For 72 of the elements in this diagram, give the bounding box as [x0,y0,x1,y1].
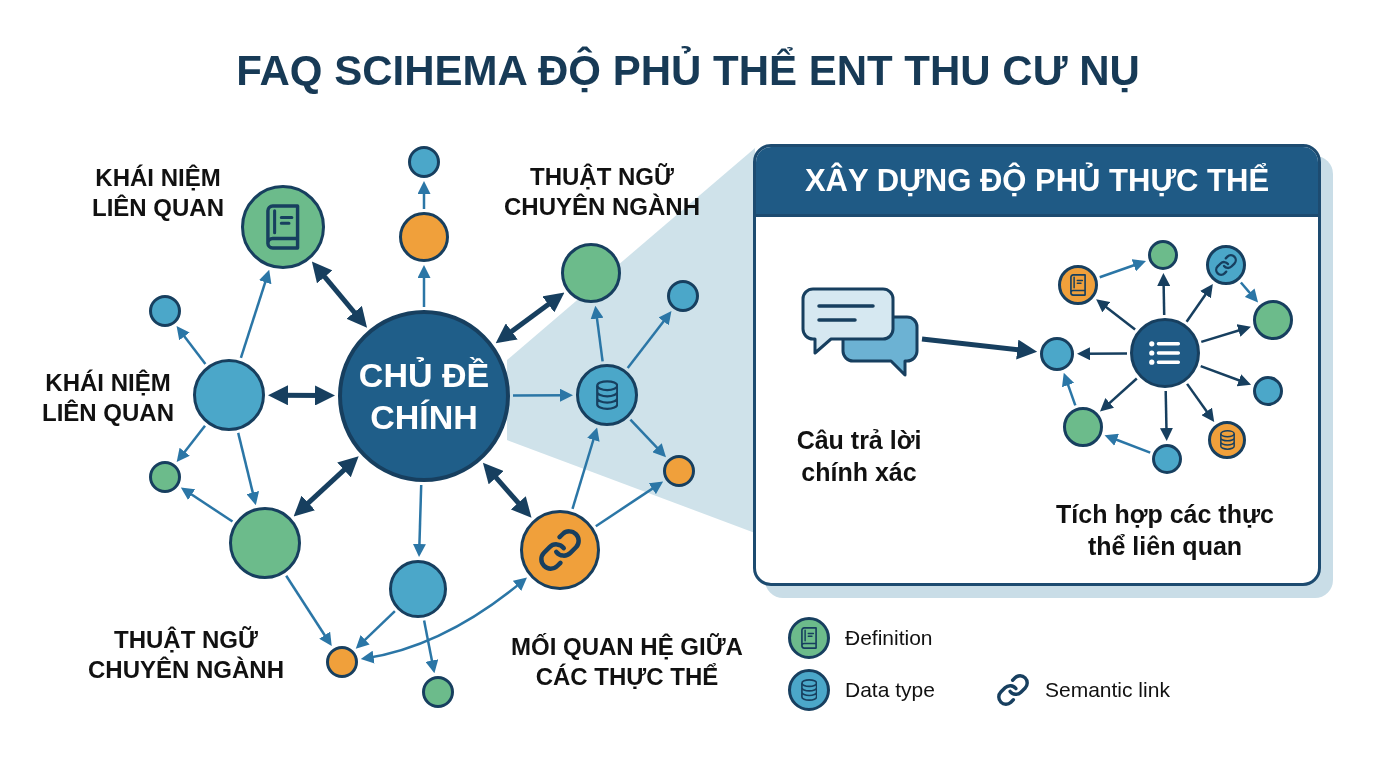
circle-node [1148,240,1178,270]
arrow [629,418,666,458]
node-label: CHỦ ĐỀ CHÍNH [358,354,490,438]
arrow [180,487,234,523]
arrow [1100,377,1138,412]
arrow [1157,273,1171,316]
circle-node [1040,337,1074,371]
caption: Tích hợp các thực thể liên quan [1055,499,1275,562]
node-label: KHÁI NIỆM LIÊN QUAN [41,367,175,429]
circle-node [399,212,449,262]
node-label: THUẬT NGỮ CHUYÊN NGÀNH [503,161,701,223]
circle-node [229,507,301,579]
double-arrow [482,462,532,518]
arrow [1104,433,1151,454]
arrow [176,424,206,462]
circle-node [520,510,600,590]
legend-label: Semantic link [1045,677,1170,703]
legend-label: Đefinition [845,625,933,651]
title: FAQ SCIHEMA ĐỘ PHỦ THỂ ENT THU CƯ NỤ [236,46,1140,96]
circle-node [149,295,181,327]
circle-node [326,646,358,678]
node-label: MỐI QUAN HỆ GIỮA CÁC THỰC THỂ [510,631,744,693]
arrow [1185,283,1213,323]
circle-node [1130,318,1200,388]
arrow [422,620,439,674]
double-arrow [495,292,565,344]
double-arrow [311,261,368,328]
arrow [595,481,664,528]
arrow [1186,383,1215,423]
node-label: Câu trả lời chính xác [796,425,922,488]
arrow [1099,259,1146,279]
arrow [285,575,332,647]
arrow [176,326,207,365]
arrow [1200,324,1251,344]
circle-node [1152,444,1182,474]
circle-node [1058,265,1098,305]
arrow [417,265,431,307]
arrow [239,269,272,359]
arrow [355,610,396,649]
arrow [1159,390,1173,441]
circle-node [561,243,621,303]
circle-node [149,461,181,493]
double-arrow [268,385,335,406]
circle-node [1253,300,1293,340]
arrow [921,336,1038,360]
circle-node [1208,421,1246,459]
arrow [1062,372,1077,406]
arrow [1096,299,1136,331]
double-arrow [293,456,359,517]
arrow [513,388,573,402]
arrow [1200,365,1252,387]
circle-node [1253,376,1283,406]
legend-label: Data type [845,677,935,703]
arrow [237,432,260,506]
arrow [626,311,672,369]
circle-node [1063,407,1103,447]
arrow [590,305,604,362]
node-label: KHÁI NIỆM LIÊN QUAN [91,162,225,224]
node-label: THUẬT NGỮ CHUYÊN NGÀNH [87,624,285,686]
arrow [571,427,600,510]
curved-double-arrow [360,577,528,664]
circle-node [1206,245,1246,285]
speech-bubbles-icon [801,287,919,377]
arrow [417,181,431,209]
arrow [412,484,426,557]
circle-node [422,676,454,708]
circle-node [389,560,447,618]
circle-node [408,146,440,178]
panel-title: XÂY DỰNG ĐỘ PHỦ THỰC THỂ [804,161,1270,200]
arrow [1239,281,1259,303]
arrow [1077,347,1127,361]
panel [753,144,1321,586]
